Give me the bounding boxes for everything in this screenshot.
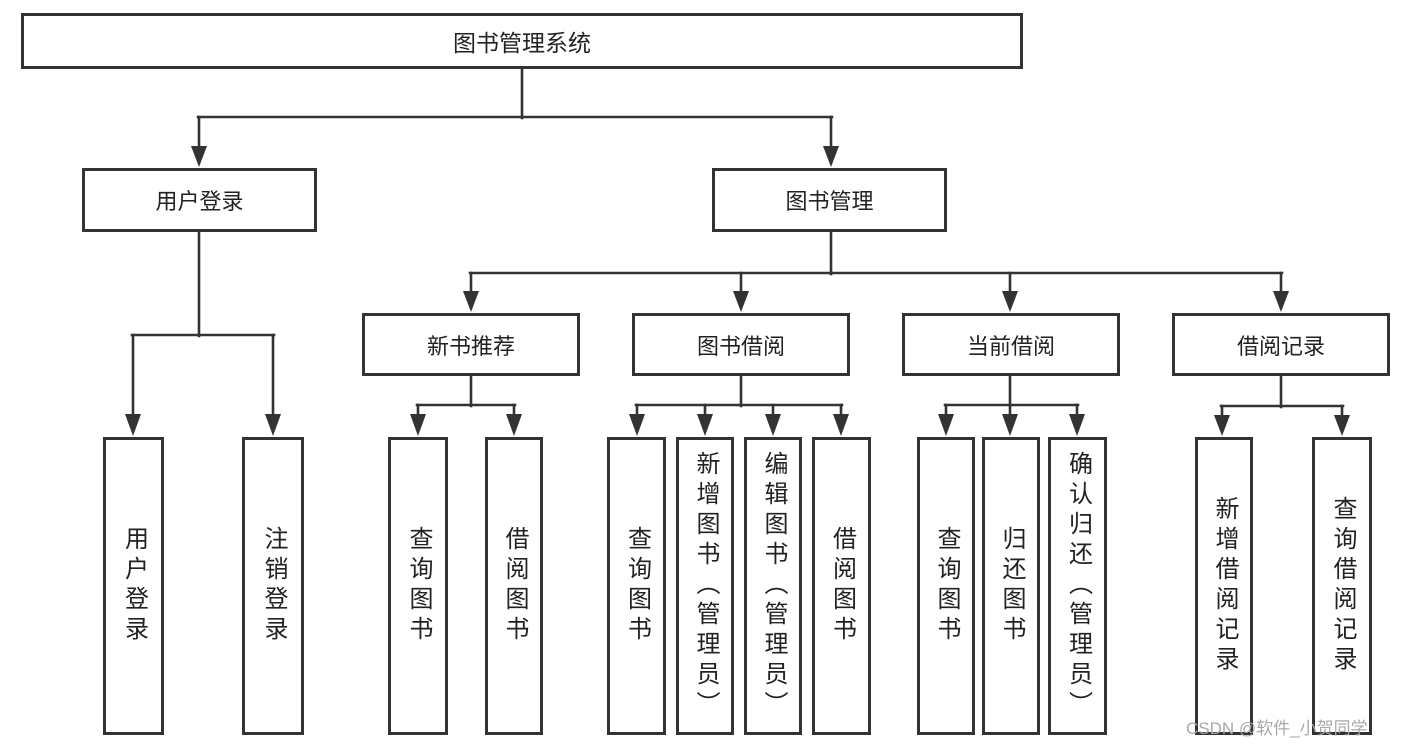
node-label: 当前借阅: [966, 333, 1055, 359]
leaf-records-query-record: 查询借阅记录: [1312, 437, 1372, 735]
leaf-label: 查询图书: [933, 526, 960, 646]
leaf-label: 用户登录: [120, 526, 148, 646]
arrowhead-down-icon: [463, 291, 479, 312]
node-label: 新书推荐: [426, 333, 515, 359]
leaf-current-confirm-return-admin: 确认归还（管理员）: [1048, 437, 1107, 735]
leaf-label: 新增图书（管理员）: [692, 451, 719, 721]
arrowhead-down-icon: [410, 414, 426, 436]
node-borrow-records: 借阅记录: [1172, 313, 1390, 376]
leaf-label: 确认归还（管理员）: [1064, 451, 1092, 721]
arrowhead-down-icon: [1334, 415, 1350, 436]
arrowhead-down-icon: [506, 414, 522, 436]
leaf-user-login: 用户登录: [103, 437, 164, 735]
node-user-login: 用户登录: [82, 168, 317, 232]
watermark: CSDN @软件_小贺同学: [1186, 719, 1368, 738]
leaf-borrow-borrow-books: 借阅图书: [812, 437, 871, 735]
node-book-management: 图书管理: [712, 168, 947, 232]
arrowhead-down-icon: [125, 414, 141, 436]
leaf-label: 归还图书: [998, 526, 1025, 646]
leaf-records-add-record: 新增借阅记录: [1195, 437, 1253, 735]
leaf-current-query-books: 查询图书: [917, 437, 975, 735]
node-root-system: 图书管理系统: [21, 13, 1023, 69]
arrowhead-down-icon: [697, 414, 713, 436]
arrowhead-down-icon: [1002, 291, 1018, 312]
arrowhead-down-icon: [265, 414, 281, 436]
leaf-label: 编辑图书（管理员）: [760, 451, 787, 721]
arrowhead-down-icon: [191, 146, 207, 167]
leaf-borrow-add-books-admin: 新增图书（管理员）: [676, 437, 734, 735]
arrowhead-down-icon: [1273, 291, 1289, 312]
leaf-recommend-borrow-books: 借阅图书: [485, 437, 543, 735]
node-new-book-recommend: 新书推荐: [362, 313, 580, 376]
arrowhead-down-icon: [1002, 414, 1018, 436]
node-label: 图书借阅: [696, 333, 785, 359]
leaf-label: 借阅图书: [828, 526, 856, 646]
leaf-borrow-query-books: 查询图书: [607, 437, 666, 735]
leaf-label: 查询图书: [623, 526, 651, 646]
arrowhead-down-icon: [1069, 414, 1085, 436]
leaf-current-return-books: 归还图书: [982, 437, 1040, 735]
arrowhead-down-icon: [938, 414, 954, 436]
arrowhead-down-icon: [833, 414, 849, 436]
leaf-label: 借阅图书: [501, 526, 528, 646]
node-current-borrow: 当前借阅: [902, 313, 1120, 376]
node-label: 借阅记录: [1236, 333, 1325, 359]
leaf-label: 新增借阅记录: [1211, 496, 1238, 676]
node-label: 图书管理系统: [453, 30, 591, 56]
arrowhead-down-icon: [765, 414, 781, 436]
leaf-logout: 注销登录: [242, 437, 304, 735]
leaf-recommend-query-books: 查询图书: [388, 437, 448, 735]
arrowhead-down-icon: [629, 414, 645, 436]
leaf-borrow-edit-books-admin: 编辑图书（管理员）: [744, 437, 802, 735]
arrowhead-down-icon: [733, 291, 749, 312]
leaf-label: 查询借阅记录: [1329, 496, 1356, 676]
node-book-borrow: 图书借阅: [632, 313, 850, 376]
arrowhead-down-icon: [1214, 415, 1230, 436]
arrowhead-down-icon: [823, 146, 839, 167]
node-label: 图书管理: [785, 189, 874, 214]
leaf-label: 注销登录: [260, 526, 287, 646]
leaf-label: 查询图书: [405, 526, 432, 646]
node-label: 用户登录: [155, 189, 244, 214]
